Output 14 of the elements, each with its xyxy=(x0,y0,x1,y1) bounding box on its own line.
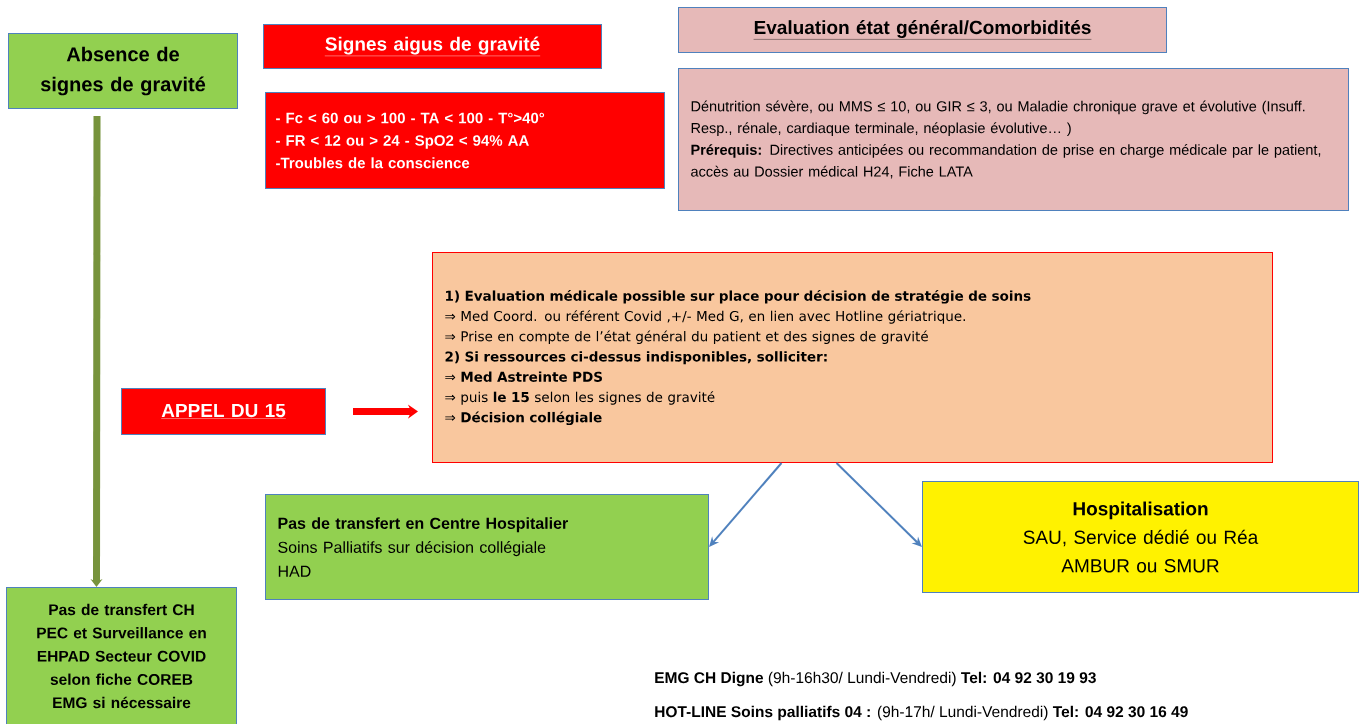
criteria-box: - Fc < 60 ou > 100 - TA < 100 - T°>40° - FR < 12 ou > 24 - SpO2 < 94% AA -Troubles de la conscience xyxy=(265,92,665,189)
heading-box: Evaluation état général/Comorbidités xyxy=(678,7,1167,53)
arrow xyxy=(709,462,783,547)
outcome-box: Pas de transfert en Centre Hospitalier Soins Palliatifs sur décision collégiale HAD xyxy=(265,494,709,600)
start-box: Absence de signes de gravité xyxy=(8,33,238,109)
arrow xyxy=(835,462,922,547)
contact-line: EMG CH Digne (9h-16h30/ Lundi-Vendredi) Tel: 04 92 30 19 93 xyxy=(655,671,1096,687)
contact-line: HOT-LINE Soins palliatifs 04 : (9h-17h/ Lundi-Vendredi) Tel: 04 92 30 16 49 xyxy=(655,705,1188,721)
note-box: Dénutrition sévère, ou MMS ≤ 10, ou GIR ≤ 3, ou Maladie chronique grave et évolutive (Insuff. Resp., rénale, cardiaque terminale, néoplasie évolutive… ) Prérequis: Directives anticipées ou recommandation de prise en charge médicale par le patient, accès au Dossier médical H24, Fiche LATA xyxy=(678,68,1349,211)
outcome-box: Hospitalisation SAU, Service dédié ou Réa AMBUR ou SMUR xyxy=(922,481,1359,593)
call-box: APPEL DU 15 xyxy=(121,388,326,435)
heading-box: Signes aigus de gravité xyxy=(263,24,602,69)
procedure-box: 1) Evaluation médicale possible sur place pour décision de stratégie de soins ⇒ Med Coord. ou référent Covid ,+/- Med G, en lien avec Hotline gériatrique. ⇒ Prise en compte de l’état général du patient et des signes de gravité 2) Si ressources ci-dessus indisponibles, solliciter: ⇒ Med Astreinte PDS ⇒ puis le 15 selon les signes de gravité ⇒ Décision collégiale xyxy=(432,252,1273,463)
outcome-box: Pas de transfert CH PEC et Surveillance en EHPAD Secteur COVID selon fiche COREB EMG si nécessaire xyxy=(6,587,237,724)
